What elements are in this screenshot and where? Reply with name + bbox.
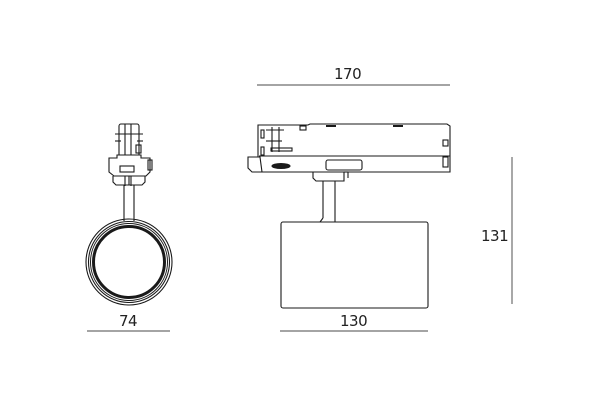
dim-label-total-height: 131 (481, 227, 509, 245)
dimension-lines (87, 84, 513, 332)
dim-label-rail-length: 170 (334, 65, 362, 83)
dim-label-front-width: 74 (119, 312, 138, 330)
front-lens (85, 218, 173, 306)
front-view (85, 123, 173, 306)
side-adapter (247, 123, 451, 173)
side-mount (312, 171, 349, 223)
front-stem (123, 185, 135, 221)
side-body (280, 221, 429, 309)
side-view (247, 123, 451, 309)
front-adapter (108, 123, 153, 186)
dim-label-body-length: 130 (340, 312, 368, 330)
